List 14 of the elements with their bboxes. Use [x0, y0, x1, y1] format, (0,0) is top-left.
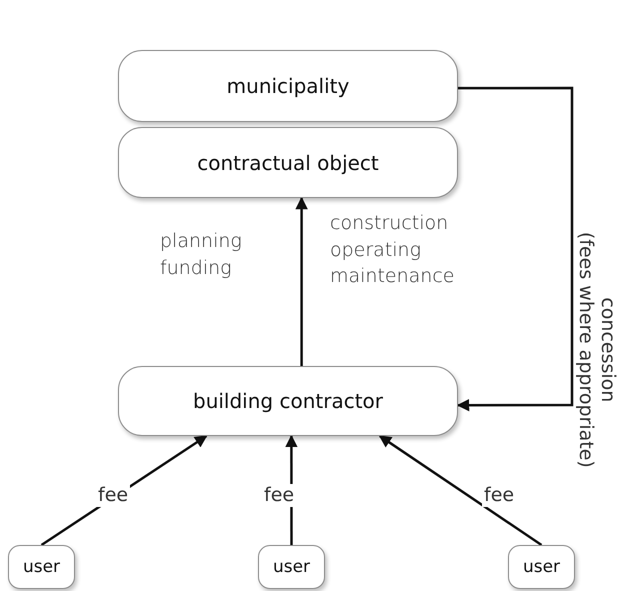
rounded-box: building contractor: [118, 366, 458, 436]
user-box: user: [8, 545, 75, 589]
rounded-box: contractual object: [118, 127, 458, 198]
note-text: planning funding: [160, 229, 243, 281]
edge-label: fee: [96, 484, 130, 507]
rounded-box: municipality: [118, 50, 458, 122]
user-box: user: [508, 545, 575, 589]
arrow: [378, 434, 542, 546]
note-text: construction operating maintenance: [330, 211, 456, 290]
arrow: [456, 86, 574, 412]
edge-label: fee: [262, 484, 296, 507]
user-box: user: [258, 545, 325, 589]
arrow: [295, 196, 308, 366]
edge-label: fee: [482, 484, 516, 507]
